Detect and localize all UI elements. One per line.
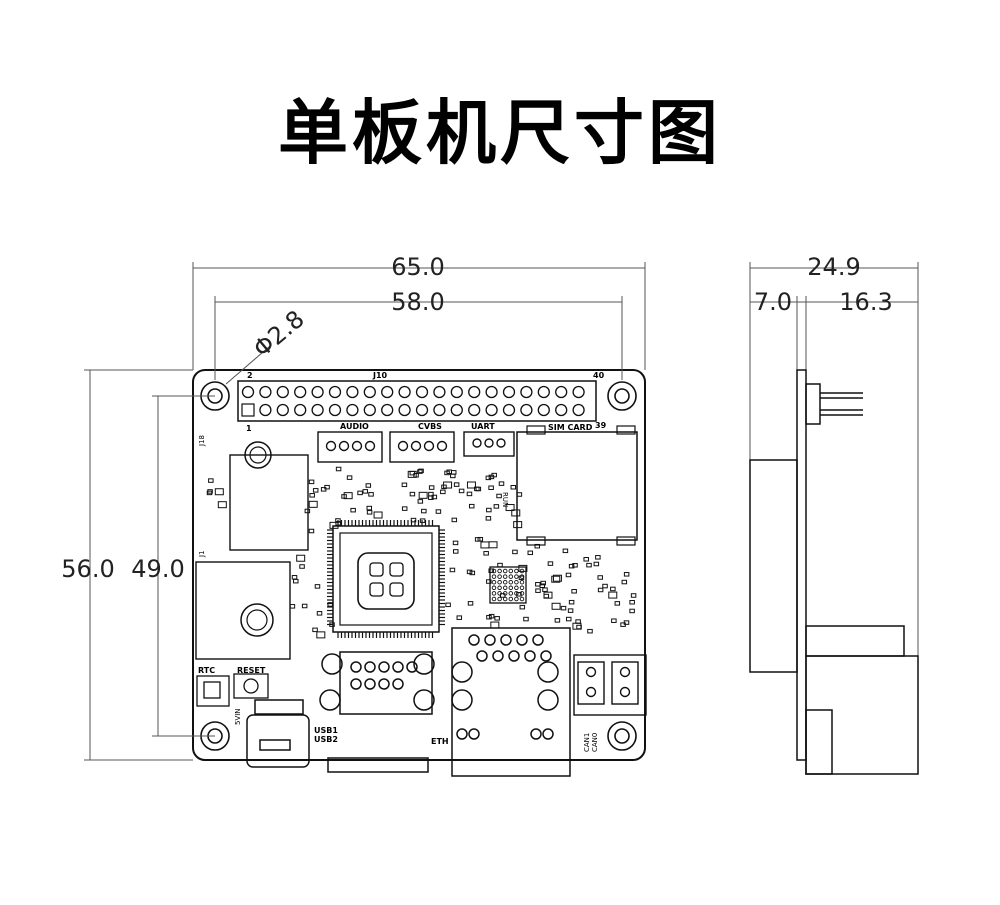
header-pin [241, 385, 255, 399]
header-pin [415, 385, 429, 399]
header-pin [502, 385, 516, 399]
connector-blocks [317, 431, 515, 463]
header-pin [450, 385, 463, 399]
header-pin [537, 403, 550, 417]
header-pin [468, 385, 481, 399]
label-usb2: USB2 [314, 735, 338, 744]
header-pin [572, 403, 585, 417]
header-pin [328, 403, 342, 417]
header-pin [328, 385, 342, 399]
dim-hole-spacing-y: 49.0 [131, 555, 184, 583]
label-pin2: 2 [247, 371, 253, 380]
header-pin [259, 403, 272, 417]
label-run: RUN [501, 492, 509, 507]
dim-hole-spacing-x: 58.0 [391, 288, 444, 316]
label-eth: ETH [431, 737, 449, 746]
label-can0: CAN0 [591, 733, 599, 752]
ethernet-jack [451, 627, 571, 777]
usb-connector [319, 651, 435, 773]
side-view [749, 369, 919, 775]
rtc-reset [196, 673, 269, 707]
diagram-title: 单板机尺寸图 [278, 92, 722, 174]
header-pin [381, 403, 394, 417]
header-pin [294, 385, 307, 399]
label-5vin: 5VIN [234, 708, 242, 725]
label-j1: J1 [198, 550, 206, 558]
left-module [229, 454, 309, 551]
dim-side-left: 7.0 [754, 288, 792, 316]
gpio-header-j10 [237, 380, 597, 422]
can-terminals [573, 654, 647, 716]
header-pin [502, 403, 516, 417]
dimension-lines [84, 262, 919, 761]
header-pin [346, 403, 359, 417]
header-pin [363, 403, 376, 417]
sim-card-slot [516, 431, 638, 541]
label-can1: CAN1 [583, 733, 591, 752]
header-pin [485, 403, 498, 417]
header-pin [537, 385, 550, 399]
header-pin [433, 403, 446, 417]
header-pin [555, 385, 568, 399]
header-pin [294, 403, 307, 417]
label-usb1: USB1 [314, 726, 338, 735]
header-pin [433, 385, 446, 399]
header-pin [485, 385, 498, 399]
label-uart: UART [471, 422, 495, 431]
header-pin [398, 403, 411, 417]
label-j18: J18 [198, 435, 206, 447]
header-pin [311, 385, 324, 399]
header-pin [415, 403, 429, 417]
header-pin [346, 385, 359, 399]
header-pin [363, 385, 376, 399]
dim-overall-width: 65.0 [391, 253, 444, 281]
label-sim-card: SIM CARD [548, 423, 593, 432]
header-pin [520, 403, 533, 417]
header-pin [450, 403, 463, 417]
dim-side-right: 16.3 [839, 288, 892, 316]
lower-left-module [195, 561, 291, 660]
header-pin [398, 385, 411, 399]
header-pin [381, 385, 394, 399]
label-audio: AUDIO [340, 422, 369, 431]
header-pin [259, 385, 272, 399]
label-pin1: 1 [246, 424, 252, 433]
label-pin39: 39 [595, 421, 607, 430]
label-reset: RESET [237, 666, 266, 675]
power-usb [246, 699, 310, 768]
small-chip [489, 566, 527, 604]
dim-hole-diameter: Φ2.8 [248, 305, 310, 363]
board-outline [192, 369, 646, 761]
header-pin [311, 403, 324, 417]
header-pin [555, 403, 568, 417]
header-pin [468, 403, 481, 417]
dim-overall-height: 56.0 [61, 555, 114, 583]
header-pin [572, 385, 585, 399]
label-rtc: RTC [198, 666, 215, 675]
label-pin40: 40 [593, 371, 605, 380]
header-pin [520, 385, 533, 399]
label-cvbs: CVBS [418, 422, 442, 431]
smd-components [206, 466, 637, 639]
header-pin [276, 385, 289, 399]
label-j10: J10 [372, 371, 388, 380]
soc-chip [327, 520, 445, 638]
dim-side-total: 24.9 [807, 253, 860, 281]
header-pin [276, 403, 289, 417]
